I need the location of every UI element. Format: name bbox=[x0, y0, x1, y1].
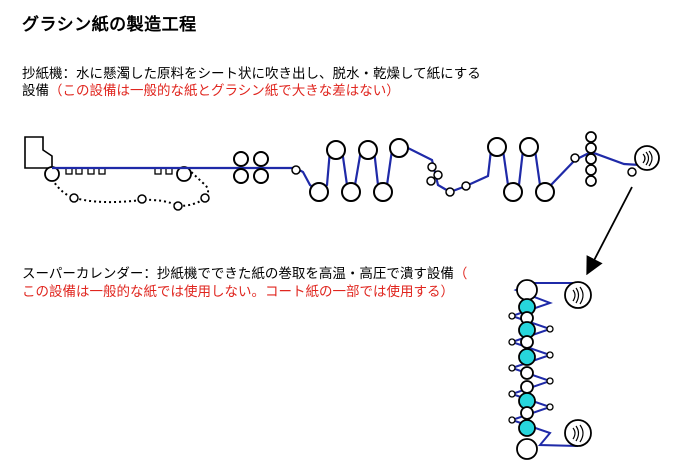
guide-roll bbox=[627, 167, 637, 177]
heated-roll bbox=[518, 348, 536, 366]
guide-roll bbox=[508, 338, 516, 346]
guide-roll bbox=[291, 165, 301, 175]
paper-machine-description-cont: 設備 bbox=[22, 83, 49, 99]
dryer-cylinder bbox=[535, 182, 555, 202]
calender-roll bbox=[585, 175, 597, 187]
wire-roll bbox=[69, 193, 79, 203]
supercalender-note-open: （ bbox=[453, 266, 468, 282]
press-roll bbox=[253, 168, 269, 184]
calender-roll bbox=[585, 142, 597, 154]
dryer-cylinder bbox=[503, 182, 523, 202]
guide-roll bbox=[546, 377, 554, 385]
supercalender-description: スーパーカレンダー：抄紙機でできた紙の巻取を高温・高圧で潰す設備 bbox=[22, 266, 454, 282]
calender-roll bbox=[520, 366, 534, 380]
guide-roll bbox=[570, 153, 580, 163]
paper-machine-description: 抄紙機：水に懸濁した原料をシート状に吹き出し、脱水・乾燥して紙にする bbox=[22, 66, 481, 82]
calender-roll bbox=[585, 164, 597, 176]
guide-roll bbox=[508, 390, 516, 398]
press-roll bbox=[233, 151, 249, 167]
dryer-cylinder bbox=[519, 137, 539, 157]
supercalender-note: この設備は一般的な紙では使用しない。コート紙の一部では使用する） bbox=[22, 284, 454, 300]
unwind-roll bbox=[564, 281, 592, 309]
transfer-arrow bbox=[586, 186, 633, 276]
press-roll bbox=[253, 151, 269, 167]
calender-roll bbox=[520, 406, 534, 420]
wire-roll bbox=[137, 194, 147, 204]
wire-roll bbox=[200, 193, 210, 203]
wire-roll bbox=[173, 201, 183, 211]
paper-machine-diagram bbox=[24, 131, 660, 211]
size-press-roll bbox=[426, 176, 436, 186]
calender-roll bbox=[585, 153, 597, 165]
guide-roll bbox=[508, 364, 516, 372]
reel-roll bbox=[634, 145, 660, 171]
calender-roll bbox=[585, 131, 597, 143]
guide-roll bbox=[546, 325, 554, 333]
dryer-cylinder bbox=[389, 138, 409, 158]
calender-roll bbox=[516, 279, 538, 301]
calender-roll bbox=[516, 438, 538, 460]
page-title: グラシン紙の製造工程 bbox=[22, 15, 197, 35]
guide-roll bbox=[508, 312, 516, 320]
rewind-roll bbox=[564, 419, 592, 447]
paper-machine-note: （この設備は一般的な紙とグラシン紙で大きな差はない） bbox=[49, 83, 400, 99]
heated-roll bbox=[518, 419, 536, 437]
dryer-cylinder bbox=[326, 140, 346, 160]
supercalender-diagram bbox=[508, 279, 592, 460]
dryer-cylinder bbox=[309, 182, 329, 202]
paper-machine-note-line: 設備（この設備は一般的な紙とグラシン紙で大きな差はない） bbox=[22, 83, 400, 100]
supercalender-description-line: スーパーカレンダー：抄紙機でできた紙の巻取を高温・高圧で潰す設備（ bbox=[22, 266, 467, 283]
calender-roll bbox=[520, 380, 534, 394]
size-press-roll bbox=[427, 162, 437, 172]
dryer-cylinder bbox=[358, 140, 378, 160]
dryer-cylinder bbox=[341, 182, 361, 202]
guide-roll bbox=[445, 187, 455, 197]
guide-roll bbox=[546, 403, 554, 411]
guide-roll bbox=[508, 416, 516, 424]
guide-roll bbox=[546, 351, 554, 359]
guide-roll bbox=[461, 181, 471, 191]
dryer-cylinder bbox=[373, 182, 393, 202]
size-press-roll bbox=[433, 170, 443, 180]
press-roll bbox=[233, 168, 249, 184]
dryer-cylinder bbox=[487, 137, 507, 157]
calender-roll bbox=[520, 335, 534, 349]
headbox bbox=[24, 136, 53, 169]
